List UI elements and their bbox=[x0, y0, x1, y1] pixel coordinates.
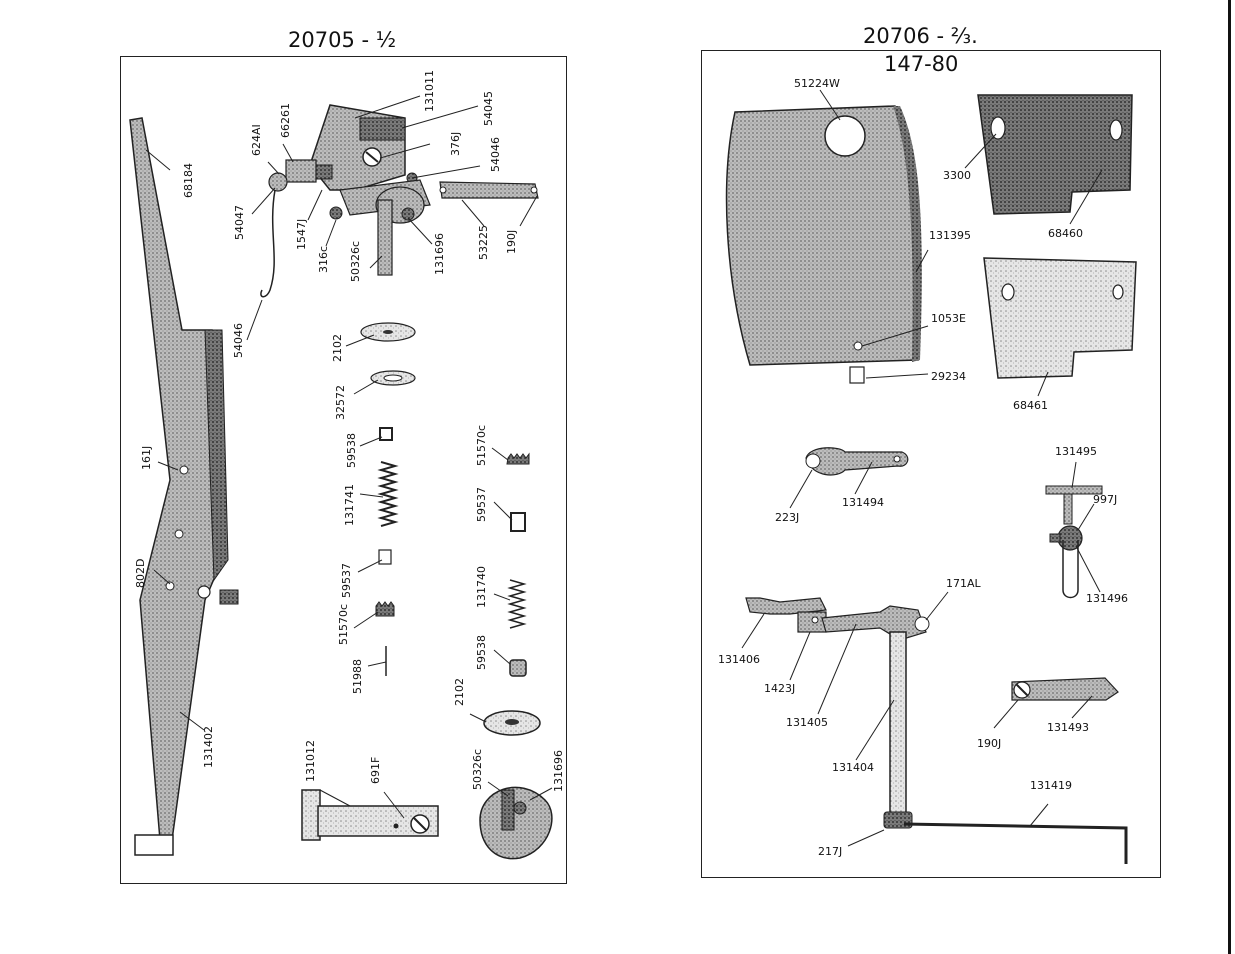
part-label-131494: 131494 bbox=[842, 496, 884, 509]
pin-29234 bbox=[849, 366, 865, 384]
bushing-59538-b bbox=[509, 659, 527, 677]
right-page-subtitle: 147-80 bbox=[884, 52, 959, 76]
shaft-131012 bbox=[301, 789, 439, 841]
left-diagram-frame bbox=[120, 56, 567, 884]
part-label-1053e: 1053E bbox=[931, 312, 966, 325]
part-label-131419: 131419 bbox=[1030, 779, 1072, 792]
bushing-59538 bbox=[379, 427, 393, 441]
spring-131740 bbox=[507, 579, 527, 629]
part-label-997j: 997J bbox=[1093, 493, 1118, 506]
right-diagram-frame bbox=[701, 50, 1161, 878]
left-leader-lines bbox=[145, 95, 553, 819]
part-label-217j: 217J bbox=[818, 845, 843, 858]
screw-316c bbox=[329, 206, 343, 220]
arm-131494 bbox=[805, 447, 909, 476]
part-label-223j: 223J bbox=[775, 511, 800, 524]
gear-51570c-b bbox=[506, 452, 530, 465]
part-label-131496: 131496 bbox=[1086, 592, 1128, 605]
right-leader-lines bbox=[741, 89, 1103, 847]
spring-131741 bbox=[377, 461, 399, 527]
part-label-171al: 171AL bbox=[946, 577, 981, 590]
part-label-131405: 131405 bbox=[786, 716, 828, 729]
left-page-title: 20705 - ½ bbox=[288, 28, 397, 52]
lever-131493 bbox=[1011, 677, 1119, 701]
part-label-131404: 131404 bbox=[832, 761, 874, 774]
cam-131696 bbox=[479, 786, 553, 860]
binding-edge-line bbox=[1228, 0, 1231, 954]
spring-66261 bbox=[285, 159, 333, 183]
part-label-131395: 131395 bbox=[929, 229, 971, 242]
part-label-68461: 68461 bbox=[1013, 399, 1048, 412]
bracket-131406 bbox=[745, 597, 827, 633]
part-label-68460: 68460 bbox=[1048, 227, 1083, 240]
faceplate-131395 bbox=[725, 105, 922, 366]
part-label-29234: 29234 bbox=[931, 370, 966, 383]
bushing-59537-b bbox=[510, 512, 526, 532]
shaft-131495 bbox=[1045, 485, 1103, 599]
tension-bracket-131011 bbox=[309, 104, 431, 276]
part-label-1423j: 1423J bbox=[764, 682, 796, 695]
part-label-51224w: 51224W bbox=[794, 77, 840, 90]
part-label-190j: 190J bbox=[977, 737, 1002, 750]
crank-131405 bbox=[821, 605, 930, 641]
gear-51570c bbox=[375, 601, 395, 617]
lever-arm-131402 bbox=[129, 117, 239, 856]
part-label-3300: 3300 bbox=[943, 169, 971, 182]
shaft-131404 bbox=[883, 631, 913, 829]
part-label-131495: 131495 bbox=[1055, 445, 1097, 458]
part-label-131406: 131406 bbox=[718, 653, 760, 666]
right-page-title: 20706 - ⅔. bbox=[863, 24, 978, 48]
rod-131419 bbox=[903, 822, 1128, 864]
plate-68460 bbox=[977, 94, 1133, 215]
part-label-131493: 131493 bbox=[1047, 721, 1089, 734]
link-53225 bbox=[439, 181, 539, 199]
plate-68461 bbox=[983, 257, 1137, 379]
